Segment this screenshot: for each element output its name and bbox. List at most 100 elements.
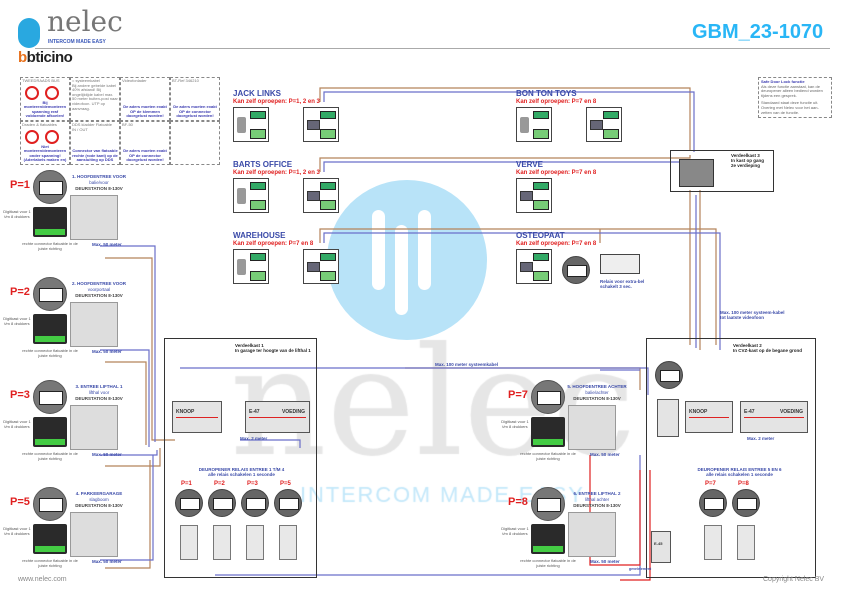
entrance-title: 1. HOOFDENTREE VOOR	[71, 174, 126, 179]
apartment-call-rights: Kan zelf oproepen: P=1, 2 en 3	[233, 169, 320, 176]
flatcable-note: rechte connector flatcable in de juiste …	[22, 348, 78, 358]
dip-module	[250, 129, 266, 139]
keypad-module	[33, 524, 67, 554]
door-station-panel	[568, 512, 616, 557]
distributor-module	[679, 159, 714, 187]
legend-warning: Connector van flatcable rechte (rode kan…	[72, 148, 118, 163]
legend-warning: De aders moeten exakt OP de connector do…	[123, 148, 167, 163]
keypad-label: Digitkast voor 1 t/m 8 drukkers	[501, 419, 529, 429]
entrance-subtitle: lifthal voor	[88, 390, 110, 395]
header-divider	[35, 48, 830, 49]
video-monitor	[516, 249, 552, 284]
prohibited-icon	[45, 85, 59, 100]
dipswitch-zoom-icon	[33, 277, 67, 311]
relay-address: P=8	[738, 481, 749, 487]
footer-website[interactable]: www.nelec.com	[18, 576, 67, 583]
gevel-label: gevelelement	[629, 567, 652, 571]
keypad-module	[33, 314, 67, 344]
relay-dipswitch-icon	[241, 489, 269, 517]
door-relay	[279, 525, 297, 560]
door-relay	[180, 525, 198, 560]
video-monitor	[303, 178, 339, 213]
entrance-title: 6. ENTREE LIFTHAL 2	[573, 491, 621, 496]
terminal-block	[250, 182, 266, 190]
max-length-label: Max. 50 meter	[92, 242, 122, 247]
entrance-address: P=2	[10, 286, 30, 298]
keypad-label: Digitkast voor 1 t/m 8 drukkers	[501, 526, 529, 536]
door-relay	[704, 525, 722, 560]
relay-dipswitch-icon	[732, 489, 760, 517]
terminal-block	[533, 182, 549, 190]
entrance-model: DEURSTATION 8-130V	[75, 186, 123, 191]
monitor-icon	[590, 120, 603, 130]
legend-title: BT-Ref 346210	[172, 78, 199, 83]
dip-module	[533, 200, 549, 210]
apartment-name: WAREHOUSE	[233, 231, 286, 240]
cable-length-label: Max. 100 meter systeem-kabel tot laatste…	[720, 310, 785, 321]
entrance-subtitle: balie/achter	[585, 390, 609, 395]
door-relay	[737, 525, 755, 560]
door-station-panel	[70, 195, 118, 240]
terminal-block	[533, 253, 549, 261]
legend-title: Draden & flatcables	[22, 121, 57, 127]
terminal-block	[320, 253, 336, 261]
max-length-label: Max. 50 meter	[590, 559, 620, 564]
apartment-name: BARTS OFFICE	[233, 160, 293, 169]
bticino-logo: bbticino	[18, 49, 73, 66]
legend-warning: De aders moeten exakt OP de connector do…	[173, 104, 217, 119]
wire-blue	[100, 91, 721, 576]
video-monitor	[303, 107, 339, 142]
relay-dipswitch-icon	[208, 489, 236, 517]
terminal-block	[250, 253, 266, 261]
terminal-block	[250, 111, 266, 119]
entrance-title: 2. HOOFDENTREE VOOR	[71, 281, 126, 286]
knoop-unit: KNOOP	[685, 401, 733, 433]
video-monitor	[586, 107, 622, 142]
apartment-call-rights: Kan zelf oproepen: P=7 en 8	[516, 169, 597, 176]
note-line: Als deze functie aanstaat, kan de deurop…	[761, 83, 823, 98]
dipswitch-zoom-icon	[33, 380, 67, 414]
flatcable-note: rechte connector flatcable in de juiste …	[520, 451, 576, 461]
door-station-panel	[568, 405, 616, 450]
dipswitch-zoom-icon	[655, 361, 683, 389]
video-monitor	[303, 249, 339, 284]
relay-address: P=2	[214, 481, 225, 487]
legend-cell: BT-Ref 346210 De aders moeten exakt OP de…	[170, 77, 220, 121]
entrance-subtitle: slagboom	[89, 497, 109, 502]
intercom-handset	[233, 178, 269, 213]
legend-title: BF-50	[122, 121, 133, 127]
safe-door-lock-note: Safe Door Lock functie Als deze functie …	[758, 77, 832, 119]
entrance-subtitle: balie/voor	[89, 180, 109, 185]
interface-module	[657, 399, 679, 437]
monitor-icon	[307, 191, 320, 201]
handset-icon	[520, 117, 529, 133]
dipswitch-zoom-icon	[531, 487, 565, 521]
relay-address: P=7	[705, 481, 716, 487]
legend-cell: BF-50 De aders moeten exakt OP de connect…	[120, 120, 170, 165]
entrance-title: 3. ENTREE LIFTHAL 1	[75, 384, 123, 389]
keypad-label: Digitkast voor 1 t/m 8 drukkers	[3, 316, 31, 326]
dip-module	[320, 200, 336, 210]
apartment-name: JACK LINKS	[233, 89, 282, 98]
keypad-label: Digitkast voor 1 t/m 8 drukkers	[3, 209, 31, 219]
apartment-name: OSTEOPAAT	[516, 231, 565, 240]
intercom-handset	[233, 249, 269, 284]
dip-module	[250, 200, 266, 210]
flatcable-note: rechte connector flatcable in de juiste …	[520, 558, 576, 568]
legend-cell	[170, 120, 220, 165]
max-length-label: Max. 50 meter	[92, 559, 122, 564]
